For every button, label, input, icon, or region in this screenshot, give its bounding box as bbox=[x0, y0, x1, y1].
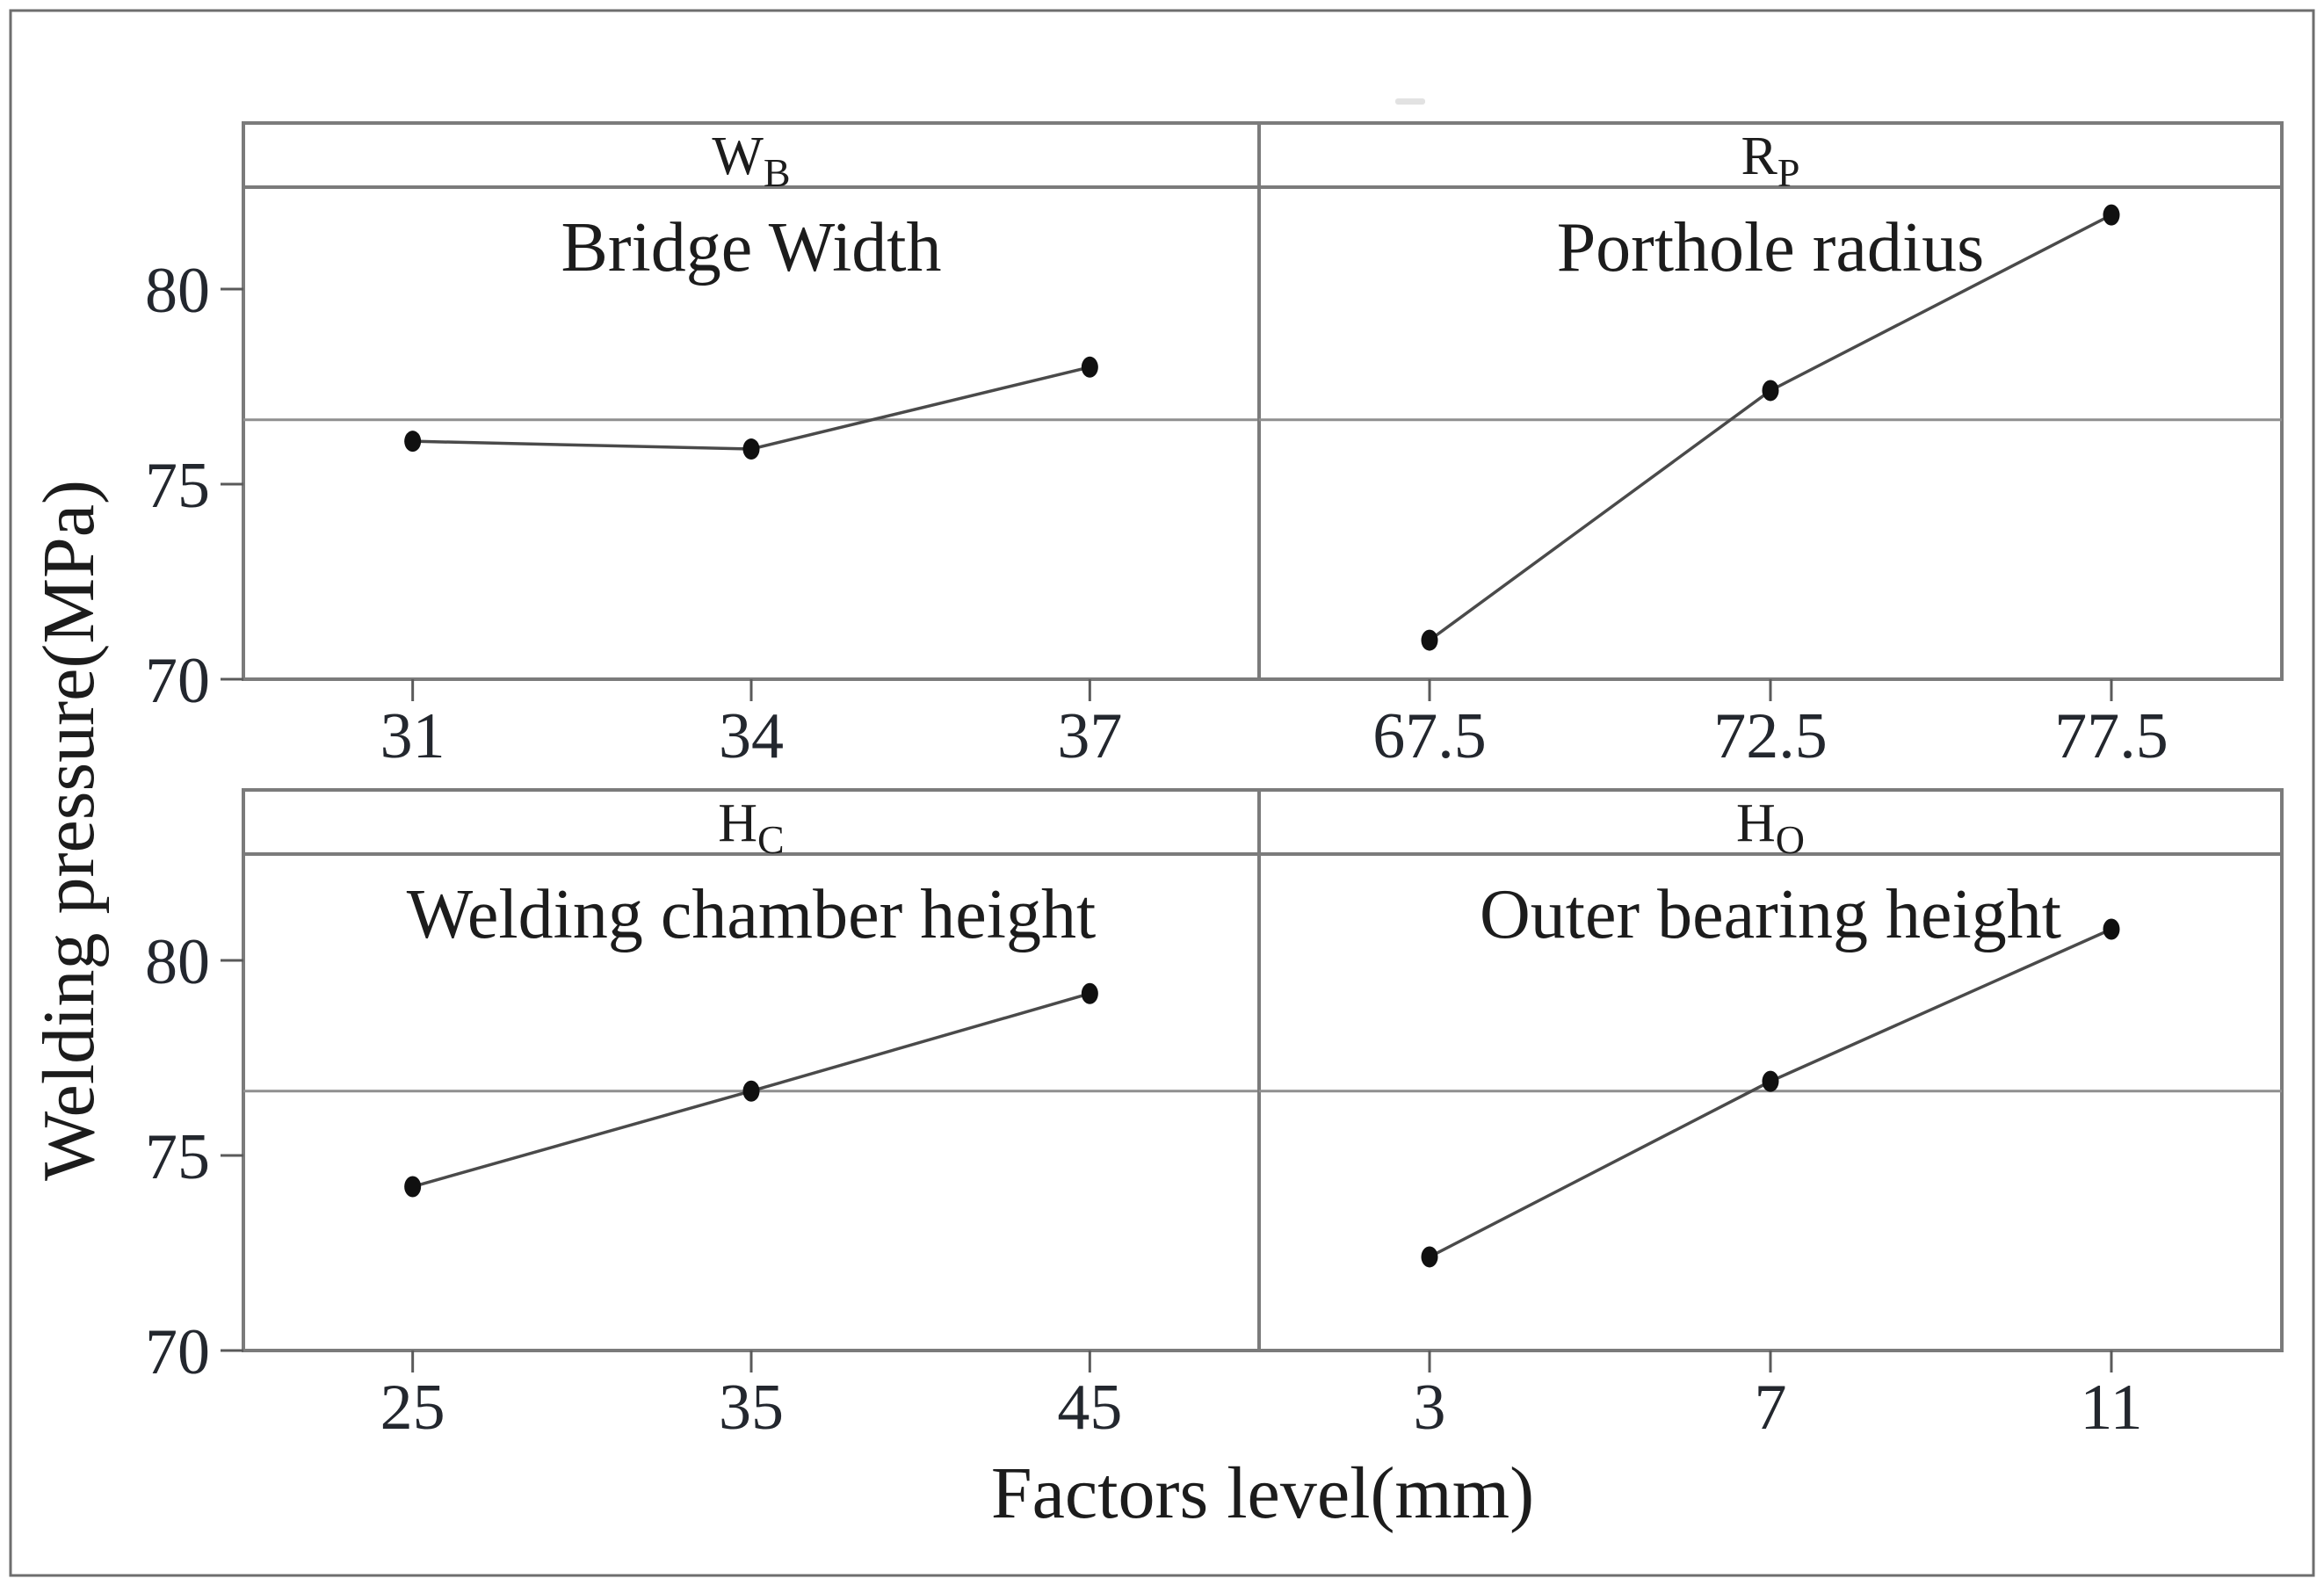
x-tick-label: 34 bbox=[719, 700, 784, 772]
data-point-marker bbox=[742, 1080, 760, 1102]
x-tick-label: 25 bbox=[380, 1372, 445, 1444]
x-tick-label: 72.5 bbox=[1713, 700, 1828, 772]
data-point-marker bbox=[742, 438, 760, 460]
data-point-marker bbox=[404, 431, 422, 453]
panel-series bbox=[243, 356, 1259, 460]
panel-series bbox=[1259, 918, 2282, 1268]
y-tick-label: 70 bbox=[145, 645, 210, 717]
panel-header-symbol: WB bbox=[712, 127, 790, 195]
x-tick-label: 77.5 bbox=[2054, 700, 2168, 772]
x-tick-label: 11 bbox=[2080, 1372, 2142, 1444]
x-tick-label: 67.5 bbox=[1372, 700, 1487, 772]
panel-frame bbox=[242, 121, 1261, 681]
y-tick-label: 75 bbox=[145, 450, 210, 522]
panel-porthole-radius: RP Porthole radius bbox=[1257, 121, 2284, 681]
x-tick-label: 31 bbox=[380, 700, 445, 772]
data-point-marker bbox=[2103, 204, 2120, 226]
figure-outer-border bbox=[9, 9, 2315, 1577]
y-axis-ticks: 80 75 70 80 75 70 bbox=[145, 255, 243, 1388]
panel-header-symbol: RP bbox=[1741, 127, 1800, 195]
y-tick-label: 75 bbox=[145, 1121, 210, 1193]
x-tick-label: 37 bbox=[1057, 700, 1122, 772]
panel-series bbox=[1259, 204, 2282, 651]
data-point-marker bbox=[1081, 982, 1098, 1004]
x-tick-label: 3 bbox=[1414, 1372, 1446, 1444]
series-line bbox=[1429, 927, 2112, 1258]
data-point-marker bbox=[1421, 629, 1438, 651]
panel-bridge-width: WB Bridge Width bbox=[242, 121, 1261, 681]
panel-outer-bearing-height: HO Outer bearing height bbox=[1257, 788, 2284, 1352]
x-tick-label: 45 bbox=[1057, 1372, 1122, 1444]
series-line bbox=[412, 366, 1090, 451]
panel-welding-chamber-height: HC Welding chamber height bbox=[242, 788, 1261, 1352]
panel-frame bbox=[1257, 121, 2284, 681]
x-axis-label: Factors level(mm) bbox=[991, 1452, 1534, 1534]
panel-title: Porthole radius bbox=[1557, 209, 1985, 286]
panel-title: Bridge Width bbox=[561, 209, 941, 286]
panel-header-symbol: HC bbox=[718, 793, 784, 862]
data-point-marker bbox=[2103, 918, 2120, 940]
panel-frame bbox=[242, 788, 1261, 1352]
panel-header-symbol: HO bbox=[1736, 793, 1805, 862]
scan-artifact-dash bbox=[1395, 98, 1425, 105]
x-tick-label: 7 bbox=[1755, 1372, 1787, 1444]
y-tick-label: 70 bbox=[145, 1316, 210, 1388]
data-point-marker bbox=[404, 1176, 422, 1198]
data-point-marker bbox=[1421, 1246, 1438, 1268]
panel-title: Outer bearing height bbox=[1480, 876, 2061, 953]
data-point-marker bbox=[1762, 1070, 1779, 1092]
x-tick-label: 35 bbox=[719, 1372, 784, 1444]
y-tick-label: 80 bbox=[145, 255, 210, 327]
y-axis-label: Welding pressure(MPa) bbox=[28, 480, 110, 1181]
panel-title: Welding chamber height bbox=[407, 876, 1096, 953]
panel-series bbox=[243, 982, 1259, 1198]
data-point-marker bbox=[1762, 380, 1779, 402]
data-point-marker bbox=[1081, 356, 1098, 378]
y-tick-label: 80 bbox=[145, 926, 210, 998]
panel-frame bbox=[1257, 788, 2284, 1352]
